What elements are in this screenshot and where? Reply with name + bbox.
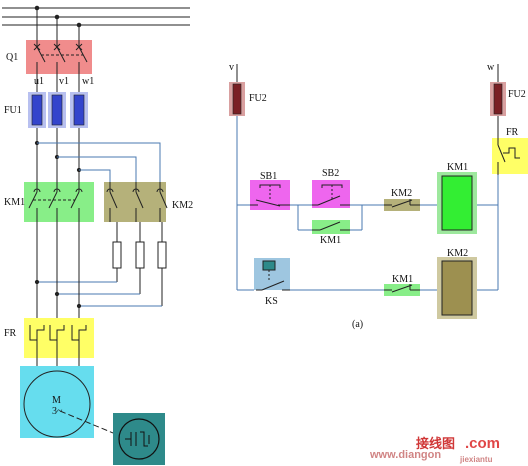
stop-button-label: SB1 xyxy=(260,171,277,182)
fuse-fu1 xyxy=(28,92,88,128)
supply-label-w: w xyxy=(487,62,495,73)
start-button-sb2 xyxy=(312,180,350,208)
power-circuit xyxy=(2,5,190,40)
interlock-km2-label: KM2 xyxy=(391,188,412,199)
speed-relay-sensor xyxy=(113,413,165,465)
thermal-relay-label: FR xyxy=(4,328,17,339)
coil-km1-label: KM1 xyxy=(447,162,468,173)
fuse-label-fu2-right: FU2 xyxy=(508,89,526,100)
contactor-label-km2: KM2 xyxy=(172,200,193,211)
coil-km1 xyxy=(441,175,473,231)
phase-label-v1: v1 xyxy=(59,76,69,87)
holding-contact-label: KM1 xyxy=(320,235,341,246)
interlock-km1-label: KM1 xyxy=(392,274,413,285)
km2-branch-wires xyxy=(37,142,161,182)
motor xyxy=(23,370,91,438)
watermark: 接线图 .com www.diangon jiexiantu xyxy=(369,435,500,464)
coil-km2 xyxy=(441,260,473,316)
fuse-label-fu1: FU1 xyxy=(4,105,22,116)
interlock-km1 xyxy=(384,284,420,296)
supply-label-v: v xyxy=(229,62,234,73)
motor-letter: M xyxy=(52,395,61,406)
speed-relay-label: KS xyxy=(265,296,278,307)
contactor-km2 xyxy=(104,182,166,222)
watermark-url: www.diangon xyxy=(369,449,441,461)
braking-resistors xyxy=(112,222,167,306)
overload-contact-label: FR xyxy=(506,127,519,138)
control-wiring xyxy=(236,116,499,291)
coil-km2-label: KM2 xyxy=(447,248,468,259)
interlock-km2 xyxy=(384,199,420,211)
watermark-domain: .com xyxy=(465,435,500,452)
start-button-label: SB2 xyxy=(322,168,339,179)
fuse-fu2-left xyxy=(229,82,245,116)
breaker-label: Q1 xyxy=(6,52,18,63)
phase-label-u1: u1 xyxy=(34,76,44,87)
figure-caption: (a) xyxy=(352,319,363,330)
contactor-label-km1: KM1 xyxy=(4,197,25,208)
fuse-label-fu2-left: FU2 xyxy=(249,93,267,104)
motor-phase: 3~ xyxy=(52,406,63,417)
watermark-sub: jiexiantu xyxy=(459,455,493,464)
overload-contact-fr xyxy=(492,138,528,174)
breaker-contacts xyxy=(33,40,88,74)
watermark-brand: 接线图 xyxy=(416,436,455,451)
thermal-relay-fr xyxy=(24,318,94,358)
fuse-fu2-right xyxy=(490,82,506,116)
holding-contact-km1 xyxy=(312,220,350,234)
phase-label-w1: w1 xyxy=(82,76,94,87)
contactor-km1 xyxy=(24,182,94,222)
